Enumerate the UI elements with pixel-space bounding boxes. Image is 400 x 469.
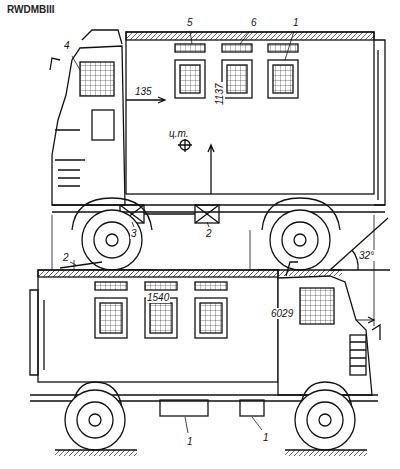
dimension-label: 135	[134, 86, 153, 97]
center-of-gravity-label: ц.т.	[168, 128, 190, 139]
dimension-label: 1137	[214, 82, 225, 106]
callout-number: 1	[292, 17, 300, 28]
callout-number: 1	[262, 432, 270, 443]
callout-number: 4	[63, 40, 71, 51]
dimension-label: 6029	[270, 308, 294, 319]
watermark: RWDMBIII	[6, 4, 56, 15]
callout-number: 2	[62, 252, 70, 263]
callout-number: 3	[130, 228, 138, 239]
callout-number: 6	[250, 17, 258, 28]
callout-number: 1	[186, 436, 194, 447]
angle-label: 32°	[358, 250, 375, 261]
dimension-label: 1540	[146, 292, 170, 303]
callout-number: 5	[186, 17, 194, 28]
callout-number: 2	[205, 228, 213, 239]
